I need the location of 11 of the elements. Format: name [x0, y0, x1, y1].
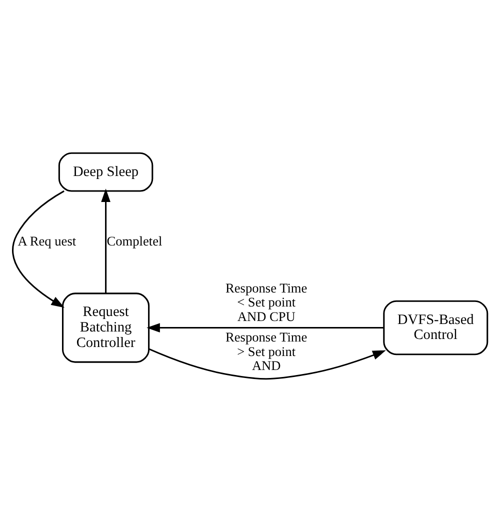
node-box: Deep Sleep: [58, 152, 154, 192]
edge-label: Response Time < Set point AND CPU: [226, 280, 308, 324]
edge-label: Completel: [106, 233, 162, 248]
arrow: [146, 322, 384, 332]
edge-label: A Req uest: [18, 233, 76, 248]
edge-label: Response Time > Set point AND: [226, 328, 308, 373]
arrow: [148, 348, 386, 380]
arrow: [101, 188, 110, 293]
node-box: DVFS-Based Control: [383, 300, 488, 355]
node-box: Request Batching Controller: [62, 292, 150, 362]
arrow: [12, 190, 65, 308]
